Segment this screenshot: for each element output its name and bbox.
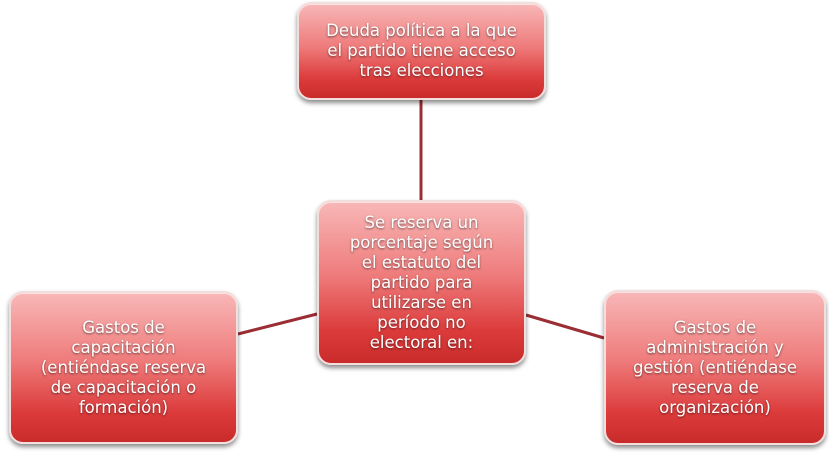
node-deuda-politica: Deuda política a la que el partido tiene… [297,2,546,100]
node-reserva-porcentaje-label: Se reserva un porcentaje según el estatu… [349,212,494,352]
connector-center-right [525,313,605,340]
node-gastos-capacitacion-label: Gastos de capacitación (entiéndase reser… [40,317,207,417]
node-gastos-administracion: Gastos de administración y gestión (enti… [604,290,826,445]
node-deuda-politica-label: Deuda política a la que el partido tiene… [326,21,517,80]
node-gastos-capacitacion: Gastos de capacitación (entiéndase reser… [9,291,238,444]
node-reserva-porcentaje: Se reserva un porcentaje según el estatu… [317,200,526,365]
connector-center-left [237,312,318,336]
node-gastos-administracion-label: Gastos de administración y gestión (enti… [632,317,798,417]
